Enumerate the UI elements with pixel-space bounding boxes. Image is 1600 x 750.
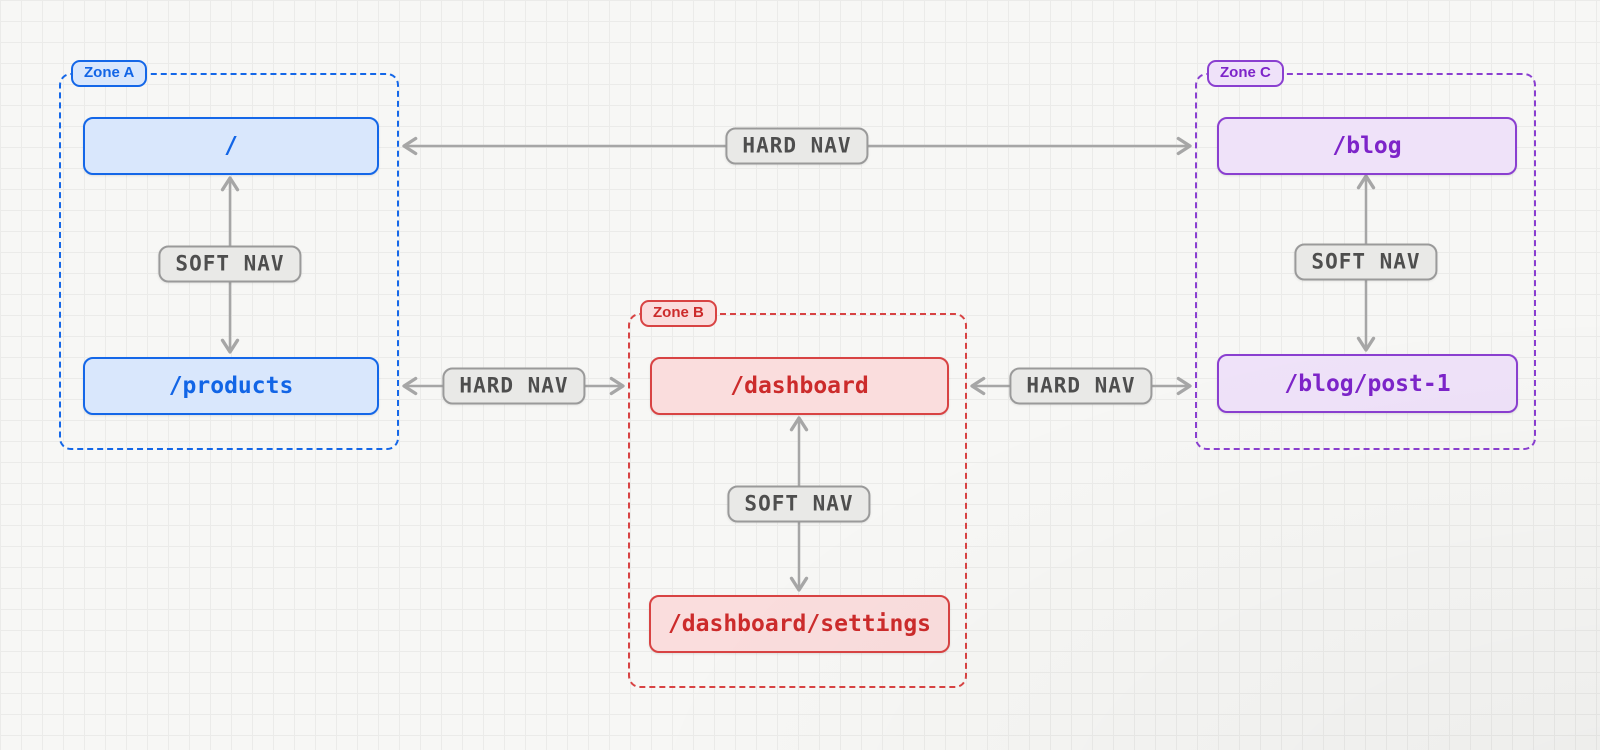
soft-nav-badge-zone-b: SOFT NAV xyxy=(727,485,871,523)
route-node-products: /products xyxy=(83,357,379,415)
soft-nav-badge-zone-a: SOFT NAV xyxy=(158,245,302,283)
hard-nav-badge-dashboard-post: HARD NAV xyxy=(1009,367,1153,405)
route-node-root: / xyxy=(83,117,379,175)
zone-a-label: Zone A xyxy=(71,60,148,87)
zone-c-boundary: Zone C /blog /blog/post-1 xyxy=(1195,60,1536,450)
zone-b-boundary: Zone B /dashboard /dashboard/settings xyxy=(628,300,967,688)
hard-nav-badge-products-dashboard: HARD NAV xyxy=(442,367,586,405)
route-node-blog: /blog xyxy=(1217,117,1517,175)
zone-b-label: Zone B xyxy=(640,300,717,327)
zone-a-boundary: Zone A / /products xyxy=(59,60,399,450)
hard-nav-badge-root-blog: HARD NAV xyxy=(725,127,869,165)
zone-c-label: Zone C xyxy=(1207,60,1284,87)
route-node-blog-post-1: /blog/post-1 xyxy=(1217,354,1518,413)
soft-nav-badge-zone-c: SOFT NAV xyxy=(1294,243,1438,281)
route-node-dashboard: /dashboard xyxy=(650,357,949,415)
route-node-dashboard-settings: /dashboard/settings xyxy=(649,595,950,653)
